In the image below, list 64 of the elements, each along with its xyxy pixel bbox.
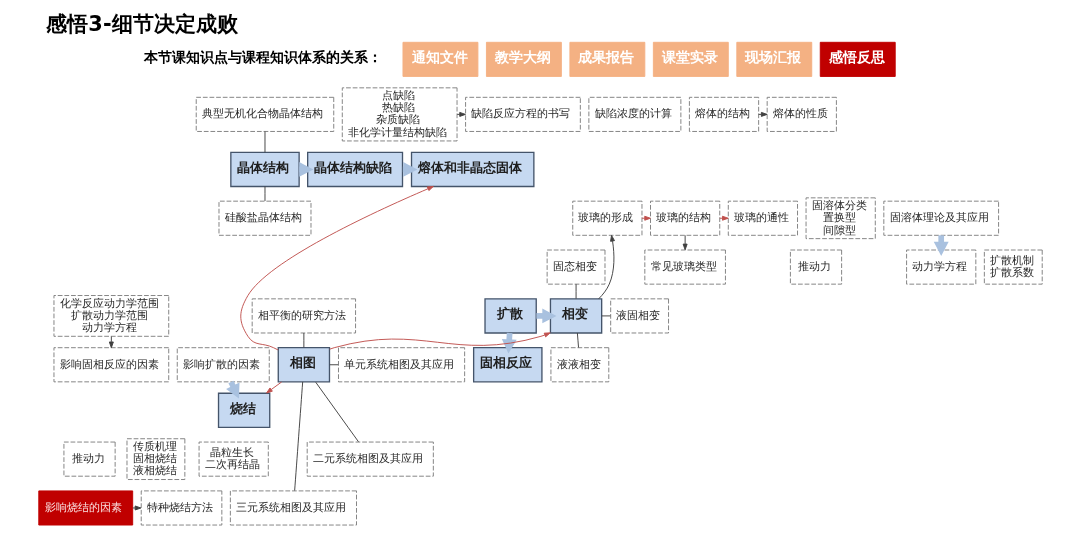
arrow <box>718 215 729 221</box>
node-box: 成果报告 <box>568 41 645 77</box>
node-box: 熔体的性质 <box>766 96 837 132</box>
arrow <box>757 111 768 117</box>
arrow <box>265 381 282 394</box>
node-box: 常见玻璃类型 <box>643 249 726 285</box>
arrow <box>456 111 466 117</box>
node-box: 烧结 <box>217 392 270 429</box>
node-box: 感悟反思 <box>819 41 896 77</box>
node-box: 二元系统相图及其应用 <box>306 441 434 477</box>
node-box: 熔体和非晶态固体 <box>410 151 535 188</box>
node-box: 动力学方程 <box>905 249 976 285</box>
arrow <box>641 215 651 221</box>
connector <box>314 381 359 443</box>
node-box: 晶粒生长 二次再结晶 <box>198 441 269 477</box>
node-box: 晶体结构缺陷 <box>306 151 403 188</box>
node-box: 固态相变 <box>546 249 605 285</box>
node-box: 缺陷浓度的计算 <box>587 96 681 132</box>
node-box: 固溶体分类 置换型 间隙型 <box>805 197 876 240</box>
node-box: 影响固相反应的因素 <box>53 347 169 383</box>
node-box: 扩散 <box>483 298 537 334</box>
node-box: 点缺陷 热缺陷 杂质缺陷 非化学计量结构缺陷 <box>341 87 457 142</box>
arrow <box>597 234 615 300</box>
node-box: 课堂实录 <box>652 41 729 77</box>
node-box: 通知文件 <box>402 41 478 77</box>
connector <box>328 364 339 366</box>
node-box: 固溶体理论及其应用 <box>882 200 999 236</box>
node-box: 缺陷反应方程的书写 <box>464 96 581 132</box>
node-box: 特种烧结方法 <box>140 490 222 526</box>
node-box: 化学反应动力学范围 扩散动力学范围 动力学方程 <box>53 295 169 337</box>
label: 本节课知识点与课程知识体系的关系： <box>143 48 382 65</box>
arrow <box>131 505 141 511</box>
node-box: 相变 <box>549 298 602 334</box>
connector <box>600 315 611 317</box>
node-box: 现场汇报 <box>735 41 812 77</box>
connector <box>575 283 577 300</box>
node-box: 推动力 <box>789 249 842 285</box>
node-box: 教学大纲 <box>485 41 562 77</box>
node-box: 相平衡的研究方法 <box>251 298 356 334</box>
node-box: 推动力 <box>62 441 116 477</box>
connector <box>293 381 303 492</box>
node-box: 硅酸盐晶体结构 <box>218 200 311 236</box>
connector <box>576 332 579 348</box>
node-box: 玻璃的通性 <box>727 200 798 236</box>
node-box: 玻璃的形成 <box>571 200 642 236</box>
node-box: 三元系统相图及其应用 <box>229 490 357 526</box>
diagram-title: 感悟3-细节决定成败 <box>45 12 238 37</box>
node-box: 影响烧结的因素 <box>37 490 133 526</box>
connector <box>302 332 304 348</box>
node-box: 传质机理 固相烧结 液相烧结 <box>126 438 185 480</box>
node-box: 影响扩散的因素 <box>176 347 270 383</box>
node-box: 固相反应 <box>472 347 543 383</box>
connector <box>264 131 265 153</box>
node-box: 典型无机化合物晶体结构 <box>195 96 334 132</box>
arrow <box>239 186 434 351</box>
node-box: 熔体的结构 <box>688 96 759 132</box>
node-box: 单元系统相图及其应用 <box>337 347 465 383</box>
node-box: 液液相变 <box>549 347 609 383</box>
node-box: 相图 <box>277 347 330 383</box>
connector <box>264 186 265 202</box>
node-box: 扩散机制 扩散系数 <box>983 249 1043 285</box>
node-box: 液固相变 <box>609 298 669 334</box>
arrow <box>682 234 688 251</box>
node-box: 玻璃的结构 <box>649 200 720 236</box>
